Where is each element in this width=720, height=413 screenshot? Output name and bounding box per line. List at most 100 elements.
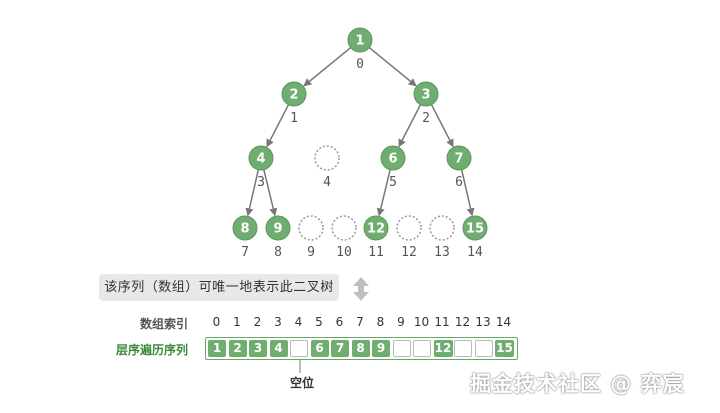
node-circle	[298, 215, 324, 241]
node-value: 9	[273, 222, 282, 237]
tree-node: 43	[248, 145, 274, 190]
array-index: 14	[495, 315, 512, 329]
array-cell: 6	[310, 340, 329, 357]
node-circle	[462, 215, 488, 241]
node-value: 1	[355, 34, 364, 49]
tree-node: 98	[265, 215, 291, 260]
node-index: 3	[257, 175, 265, 190]
array-index: 12	[454, 315, 471, 329]
tree-node: 87	[232, 215, 258, 260]
node-index: 7	[241, 245, 249, 260]
node-index: 10	[336, 245, 352, 260]
node-index: 0	[356, 57, 364, 72]
node-circle	[265, 215, 291, 241]
node-value: 8	[240, 222, 249, 237]
array-cell-empty	[454, 340, 472, 357]
array-index: 7	[356, 315, 364, 329]
node-circle	[314, 145, 340, 171]
array-cell-empty	[290, 340, 308, 357]
tree-node-empty: 12	[396, 215, 422, 260]
node-value: 15	[466, 222, 484, 237]
node-circle	[380, 145, 406, 171]
node-circle	[347, 27, 373, 53]
tree-node: 76	[446, 145, 472, 190]
node-circle	[281, 81, 307, 107]
empty-slot-pointer-icon	[299, 360, 301, 373]
array-index: 1	[233, 315, 241, 329]
node-value: 12	[367, 222, 385, 237]
tree-edge	[430, 104, 454, 148]
array-cell-empty	[474, 340, 493, 357]
tree-edge	[245, 169, 260, 217]
array-cell: 7	[331, 340, 349, 357]
node-value: 3	[421, 88, 430, 103]
watermark: 掘金技术社区 @ 弈宸	[470, 372, 685, 396]
array-index: 9	[397, 315, 405, 329]
array-cell: 3	[249, 340, 267, 357]
node-circle	[429, 215, 455, 241]
node-circle	[363, 215, 389, 241]
empty-slot-label: 空位	[290, 376, 315, 390]
index-row-label: 数组索引	[139, 317, 188, 331]
node-index: 4	[323, 175, 331, 190]
node-circle	[232, 215, 258, 241]
node-index: 2	[422, 111, 430, 126]
array-cell: 15	[495, 340, 514, 357]
node-index: 6	[455, 175, 463, 190]
node-circle	[248, 145, 274, 171]
tree-edge	[266, 104, 290, 148]
tree-node: 21	[281, 81, 307, 126]
caption-box: 该序列（数组）可唯一地表示此二叉树	[99, 274, 339, 301]
tree-edge	[398, 104, 422, 148]
tree-node: 32	[413, 81, 439, 126]
array-cell: 1	[208, 340, 226, 357]
node-circle	[446, 145, 472, 171]
node-index: 8	[274, 245, 282, 260]
array-index: 0	[212, 315, 221, 329]
tree-edge	[303, 47, 352, 87]
node-value: 7	[454, 152, 463, 167]
array-index: 3	[274, 315, 282, 329]
array-cell-empty	[392, 340, 411, 357]
up-down-arrow-icon	[353, 277, 369, 301]
tree-node-empty: 4	[314, 145, 340, 190]
node-index: 12	[401, 245, 417, 260]
node-index: 13	[434, 245, 450, 260]
array-cell: 4	[269, 340, 288, 357]
array-index: 4	[294, 315, 303, 329]
tree-node: 10	[347, 27, 373, 72]
node-circle	[413, 81, 439, 107]
tree-node: 65	[380, 145, 406, 190]
tree-node-empty: 9	[298, 215, 324, 260]
node-value: 2	[289, 88, 298, 103]
node-value: 4	[256, 152, 265, 167]
array-index: 13	[475, 315, 491, 329]
tree-edge	[368, 47, 417, 87]
array-cell: 2	[228, 340, 247, 357]
tree-node-empty: 13	[429, 215, 455, 260]
node-circle	[396, 215, 422, 241]
tree-edge	[376, 169, 391, 217]
tree-node: 12 11	[363, 215, 389, 260]
array-cell: 12	[433, 340, 453, 357]
array-index: 10	[413, 315, 430, 329]
node-index: 5	[389, 175, 397, 190]
node-index: 9	[307, 245, 315, 260]
node-value: 6	[388, 152, 397, 167]
tree-node-empty: 10	[331, 215, 357, 260]
array-cell-empty	[413, 340, 431, 357]
array-cell: 8	[351, 340, 370, 357]
array-index: 6	[335, 315, 344, 329]
node-index: 11	[368, 245, 384, 260]
array-index: 2	[253, 315, 262, 329]
array-row-label: 层序遍历序列	[115, 343, 188, 357]
array-index: 11	[434, 315, 450, 329]
node-index: 14	[467, 245, 483, 260]
tree-edge	[460, 169, 475, 217]
array-index: 8	[376, 315, 385, 329]
tree-edge	[263, 169, 278, 217]
array-index: 5	[315, 315, 323, 329]
